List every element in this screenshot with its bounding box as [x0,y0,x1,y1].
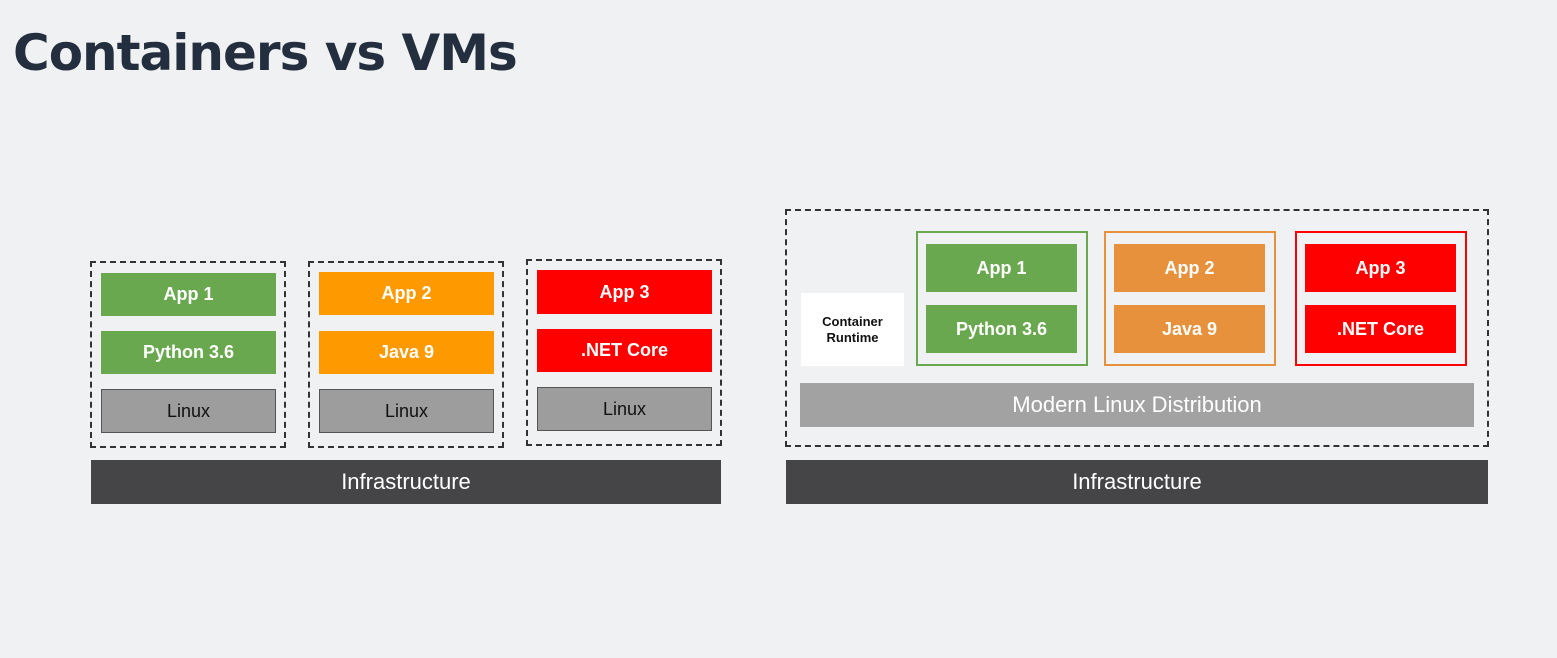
container-1-app: App 1 [926,244,1077,292]
vm-2-os: Linux [319,389,494,433]
container-infrastructure-bar: Infrastructure [786,460,1488,504]
container-1-boundary [916,231,1088,366]
page-title: Containers vs VMs [13,24,518,82]
vm-2-boundary [308,261,504,448]
container-2-runtime: Java 9 [1114,305,1265,353]
vm-1-os: Linux [101,389,276,433]
container-3-app: App 3 [1305,244,1456,292]
vm-1-boundary [90,261,286,448]
container-3-runtime: .NET Core [1305,305,1456,353]
vm-2-runtime: Java 9 [319,331,494,374]
vm-2-app: App 2 [319,272,494,315]
vm-3-os: Linux [537,387,712,431]
vm-3-boundary [526,259,722,446]
container-host-boundary [785,209,1489,447]
container-2-app: App 2 [1114,244,1265,292]
vm-3-app: App 3 [537,270,712,314]
vm-1-runtime: Python 3.6 [101,331,276,374]
container-1-runtime: Python 3.6 [926,305,1077,353]
linux-distribution-bar: Modern Linux Distribution [800,383,1474,427]
container-2-boundary [1104,231,1276,366]
vm-infrastructure-bar: Infrastructure [91,460,721,504]
vm-3-runtime: .NET Core [537,329,712,372]
container-runtime-box: Container Runtime [801,293,904,366]
vm-1-app: App 1 [101,273,276,316]
container-3-boundary [1295,231,1467,366]
